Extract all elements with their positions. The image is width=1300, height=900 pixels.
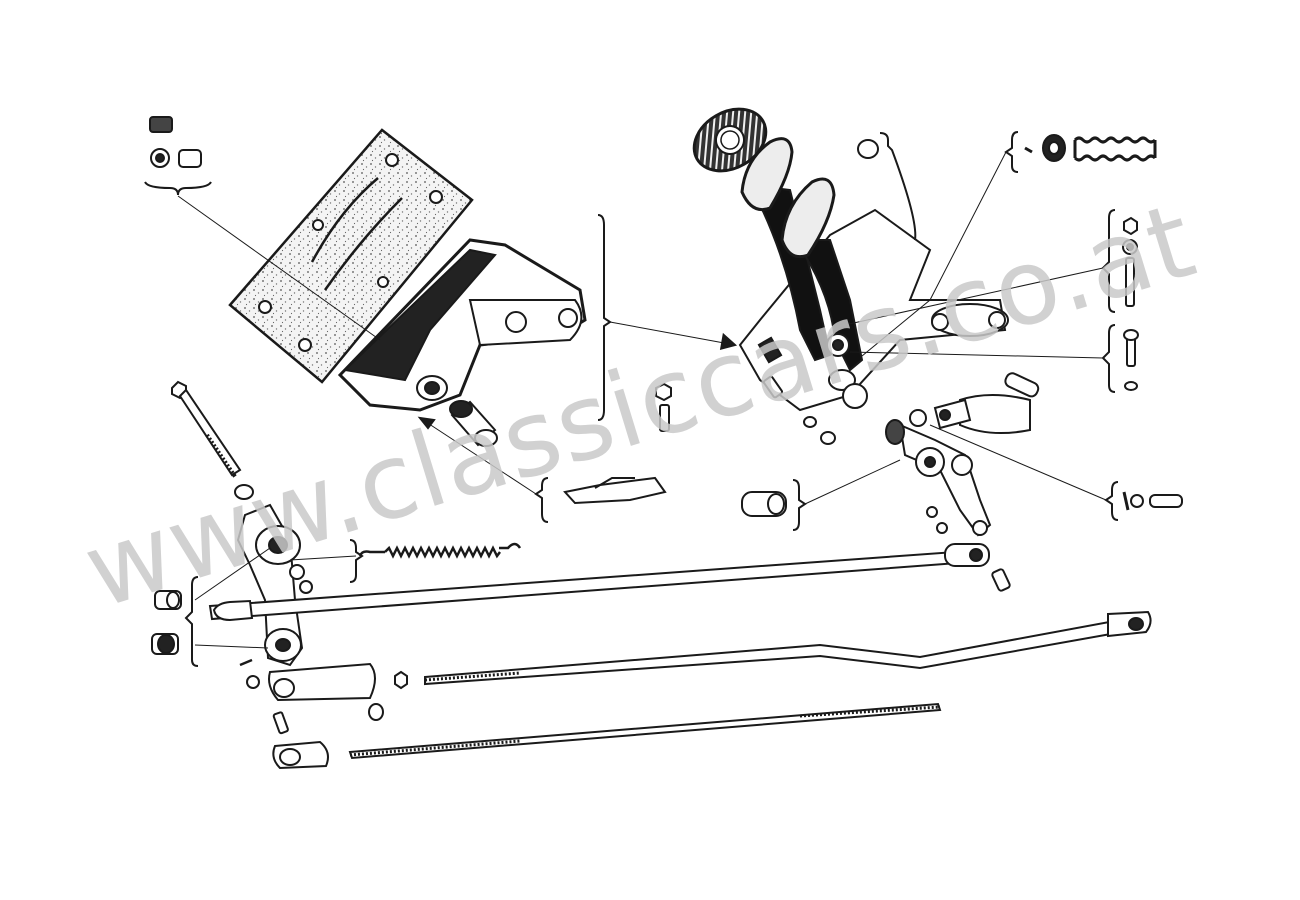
nut [299, 580, 313, 594]
washer [246, 675, 260, 689]
pivot-bore [424, 381, 440, 395]
frame-shadow [342, 248, 497, 382]
brace [879, 132, 917, 241]
plate-rib [323, 197, 403, 291]
brake-pedal-pad [780, 177, 836, 259]
washer [234, 484, 254, 500]
washer [936, 522, 948, 534]
coil-spring [1073, 136, 1157, 162]
plate-hole [258, 300, 272, 314]
leader-line [839, 267, 1104, 327]
watermark-text: www.classiccars.co.at [71, 179, 1208, 632]
leader-line [177, 195, 381, 341]
loose-parts-right [839, 131, 1183, 521]
spacer-tube [449, 400, 498, 447]
leader-line [861, 151, 1007, 357]
long-threaded-bolt [171, 380, 242, 480]
master-cylinder-clevis [933, 372, 1040, 434]
bushing [178, 149, 202, 168]
lower-linkage [151, 380, 1152, 770]
leader-line [289, 555, 357, 561]
pushrod-lower [272, 702, 942, 770]
leader-line [419, 417, 537, 495]
cross-bracket [417, 382, 672, 523]
leader-line [849, 351, 1104, 359]
bolt [272, 711, 289, 735]
brace [1101, 324, 1116, 393]
leader-line [194, 644, 269, 649]
washer [1130, 494, 1144, 508]
accelerator-pad-logo [692, 107, 768, 173]
nut [803, 416, 817, 428]
washer [1124, 381, 1138, 391]
nut [655, 382, 672, 402]
nut [1123, 216, 1138, 236]
plate-hole [385, 153, 399, 167]
slot [757, 336, 783, 364]
plate-hole [429, 190, 443, 204]
long-bolt [1125, 257, 1135, 307]
clevis-pin [991, 568, 1011, 592]
brace [792, 479, 807, 531]
nut [149, 116, 173, 133]
pedal-bracket [738, 208, 1007, 412]
bolt [659, 404, 670, 432]
leader-line [929, 424, 1107, 501]
bushing-hole [558, 308, 578, 328]
nut [368, 703, 384, 721]
pushrod-upper [208, 543, 1011, 622]
nut [289, 564, 305, 580]
brace [349, 539, 364, 583]
nut [820, 431, 836, 445]
pedal-assembly [692, 107, 1009, 412]
split-pin [1122, 491, 1130, 511]
split-pin [239, 658, 253, 667]
relay-lever-assembly [741, 375, 992, 537]
central-brace [597, 214, 738, 421]
plate-rib [310, 177, 379, 263]
cap-nut [857, 139, 879, 159]
plate-hole [377, 276, 389, 288]
brace [184, 576, 199, 667]
bush [909, 409, 927, 427]
plate-hole [312, 219, 324, 231]
brace [1004, 131, 1019, 173]
brace [1104, 481, 1119, 521]
arrowhead [417, 416, 436, 430]
nut [394, 670, 408, 690]
return-spring [358, 542, 522, 559]
bracket-brace [144, 181, 212, 196]
small-parts-upper-left [144, 116, 381, 341]
round-cap [842, 383, 868, 409]
adjuster-yoke [239, 658, 408, 735]
plate-hole [298, 338, 312, 352]
bolt [762, 375, 784, 399]
arrowhead [719, 332, 738, 351]
splined-hub [885, 419, 905, 445]
pushrod-middle [424, 610, 1152, 686]
leader-line [804, 459, 901, 505]
floor-plate-assembly [228, 128, 587, 447]
washer [926, 506, 938, 518]
leader-line [194, 547, 271, 601]
clevis-pin [1149, 494, 1183, 508]
bushing-hole [505, 311, 527, 333]
